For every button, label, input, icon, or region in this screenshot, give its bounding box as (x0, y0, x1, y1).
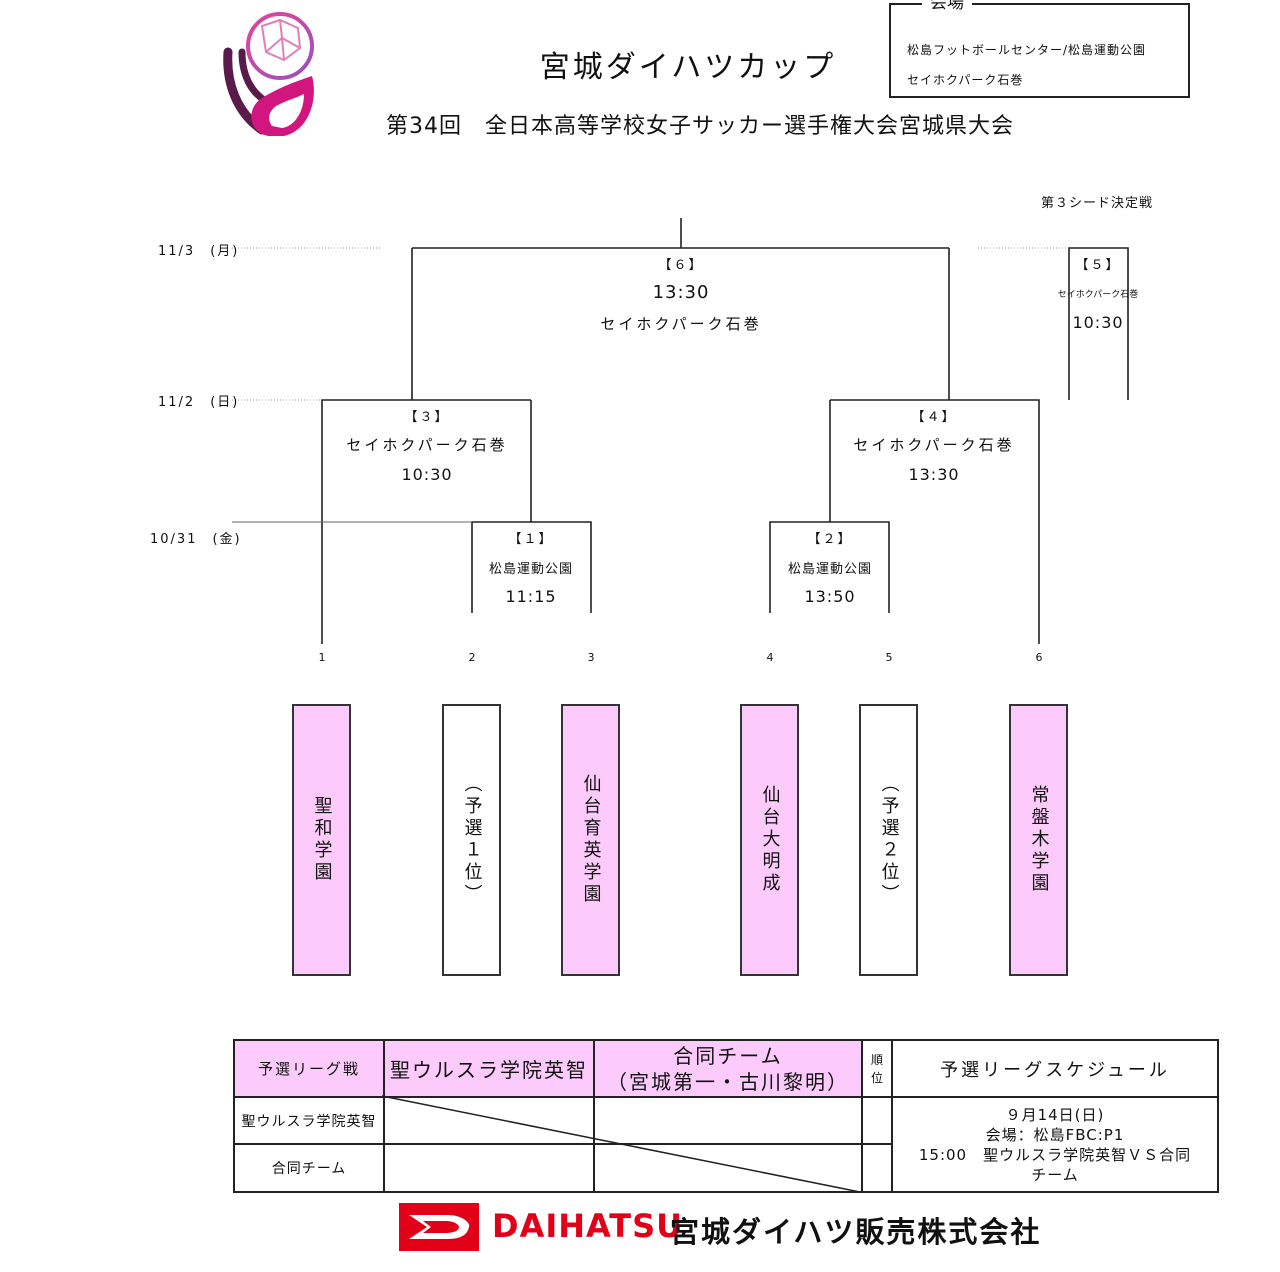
match-3-venue: セイホクパーク石巻 (346, 436, 508, 454)
date-label-nov2: 11/2 (日) (158, 395, 240, 410)
league-caption: 予選リーグ戦 (233, 1039, 385, 1098)
company-name: 宮城ダイハツ販売株式会社 (670, 1215, 1042, 1249)
league-cell (861, 1096, 893, 1145)
bracket-position: 1 (318, 651, 326, 664)
bracket-position: 5 (885, 651, 893, 664)
third-seed-label: 第３シード決定戦 (1041, 196, 1154, 211)
tournament-logo-icon (223, 12, 314, 136)
league-col-team-2: 合同チーム （宮城第一・古川黎明） (593, 1039, 863, 1098)
bracket-position: 2 (468, 651, 476, 664)
league-rank-line2: 位 (870, 1070, 883, 1085)
date-label-nov3: 11/3 (月) (158, 244, 240, 259)
venue-line-1: 松島フットボールセンター/松島運動公園 (907, 43, 1147, 57)
match-1-label: 【１】 (508, 532, 554, 547)
team-name: 常盤木学園 (1028, 785, 1050, 895)
bracket-position: 4 (766, 651, 774, 664)
match-2-label: 【２】 (807, 532, 853, 547)
team-name: 仙台大明成 (759, 785, 781, 895)
match-4-label: 【４】 (911, 410, 957, 425)
bracket-position: 6 (1035, 651, 1043, 664)
league-schedule-cell: ９月14日(日) 会場：松島FBC:P1 15:00 聖ウルスラ学院英智ＶＳ合同… (891, 1096, 1219, 1193)
league-schedule-match-cont: チーム (1031, 1165, 1079, 1184)
team-box: 常盤木学園 (1009, 704, 1068, 976)
match-3-label: 【３】 (404, 410, 450, 425)
league-cell (383, 1143, 595, 1193)
league-cell (861, 1143, 893, 1193)
venue-box: 松島フットボールセンター/松島運動公園 セイホクパーク石巻 (889, 3, 1190, 98)
league-schedule-date: ９月14日(日) (1005, 1105, 1105, 1124)
tournament-subtitle: 第34回 全日本高等学校女子サッカー選手権大会宮城県大会 (386, 114, 1014, 139)
league-table: 予選リーグ戦 聖ウルスラ学院英智 合同チーム （宮城第一・古川黎明） 順 位 予… (233, 1039, 1219, 1193)
league-row-team-2: 合同チーム (233, 1143, 385, 1193)
team-box: 聖和学園 (292, 704, 351, 976)
league-col-team-2-line2: （宮城第一・古川黎明） (607, 1069, 849, 1094)
match-2-venue: 松島運動公園 (787, 562, 873, 577)
team-box: 仙台大明成 (740, 704, 799, 976)
league-col-team-1: 聖ウルスラ学院英智 (383, 1039, 595, 1098)
match-1-venue: 松島運動公園 (488, 562, 574, 577)
page-title: 宮城ダイハツカップ (539, 50, 837, 85)
league-row-team-1: 聖ウルスラ学院英智 (233, 1096, 385, 1145)
match-5-venue: セイホクパーク石巻 (1057, 290, 1139, 300)
venue-label: 会場 (922, 0, 972, 12)
team-name: （予選２位） (878, 774, 900, 906)
league-rank-header: 順 位 (861, 1039, 893, 1098)
team-box: （予選１位） (442, 704, 501, 976)
match-1-time: 11:15 (505, 587, 557, 606)
match-5-label: 【５】 (1075, 258, 1121, 273)
match-2-time: 13:50 (804, 587, 856, 606)
bracket-position: 3 (587, 651, 595, 664)
team-name: （予選１位） (461, 774, 483, 906)
match-4-time: 13:30 (908, 465, 960, 484)
match-6-venue: セイホクパーク石巻 (600, 315, 762, 333)
team-name: 聖和学園 (311, 796, 333, 884)
team-box: 仙台育英学園 (561, 704, 620, 976)
daihatsu-logo-icon (399, 1203, 479, 1251)
league-schedule-header: 予選リーグスケジュール (891, 1039, 1219, 1098)
league-schedule-venue: 会場：松島FBC:P1 (985, 1125, 1125, 1144)
date-label-oct31: 10/31 (金) (150, 532, 242, 547)
match-5-time: 10:30 (1072, 313, 1124, 332)
brand-wordmark: DAIHATSU (492, 1207, 684, 1245)
league-cell (593, 1096, 863, 1145)
team-box: （予選２位） (859, 704, 918, 976)
match-4-venue: セイホクパーク石巻 (853, 436, 1015, 454)
league-cell (593, 1143, 863, 1193)
team-name: 仙台育英学園 (580, 774, 602, 906)
venue-line-2: セイホクパーク石巻 (907, 73, 1024, 87)
match-3-time: 10:30 (401, 465, 453, 484)
league-cell (383, 1096, 595, 1145)
league-col-team-2-line1: 合同チーム (673, 1043, 783, 1068)
match-6-time: 13:30 (652, 282, 710, 303)
league-schedule-match: 15:00 聖ウルスラ学院英智ＶＳ合同 (918, 1145, 1192, 1164)
match-6-label: 【６】 (658, 258, 704, 273)
league-rank-line1: 順 (870, 1052, 883, 1067)
